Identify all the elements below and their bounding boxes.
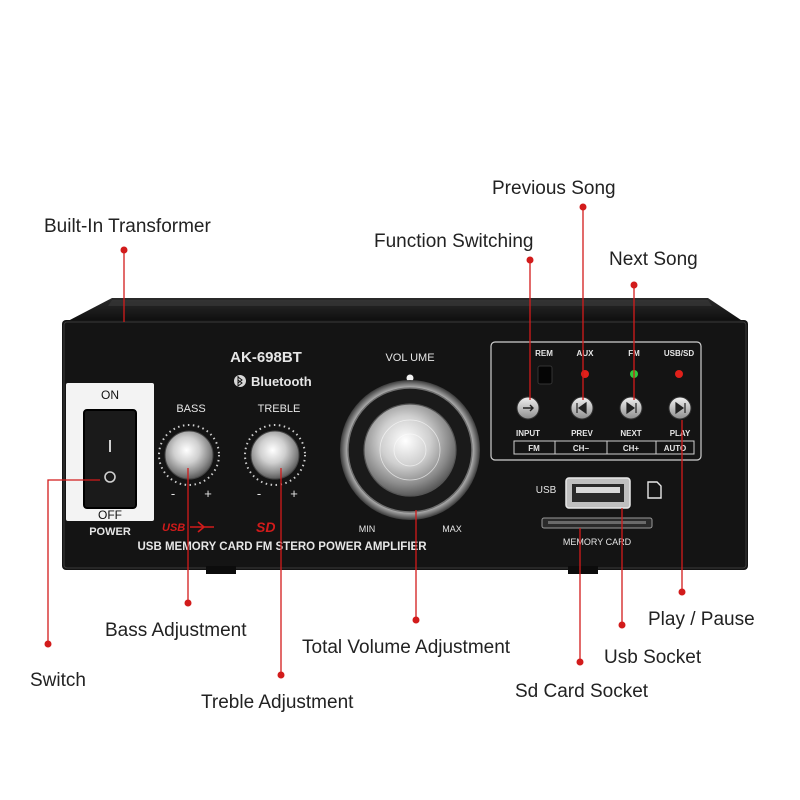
- indicator-rem: REM: [535, 349, 553, 358]
- sd-logo: SD: [256, 519, 275, 535]
- indicator-usb-sd: USB/SD: [664, 349, 694, 358]
- leader-lines: [47, 207, 683, 675]
- sub-label-ch-minus: CH−: [573, 444, 590, 453]
- rocker-switch[interactable]: [83, 409, 137, 509]
- switch-off-label: OFF: [98, 508, 122, 522]
- power-label: POWER: [89, 526, 131, 538]
- switch-on-label: ON: [101, 388, 119, 402]
- play-button[interactable]: [668, 396, 692, 420]
- sd-card-slot[interactable]: [541, 517, 653, 529]
- callout-treble-adjustment: Treble Adjustment: [201, 692, 354, 713]
- bass-knob[interactable]: [158, 424, 220, 486]
- play-button-label: PLAY: [670, 429, 691, 438]
- memory-card-label: MEMORY CARD: [563, 537, 632, 547]
- bass-minus: -: [171, 486, 175, 501]
- bass-label: BASS: [176, 403, 205, 415]
- callout-function-switching: Function Switching: [374, 231, 533, 252]
- sub-button-strip: [513, 440, 695, 455]
- callout-previous-song: Previous Song: [492, 178, 616, 199]
- volume-label: VOL UME: [385, 352, 434, 364]
- volume-knob[interactable]: [340, 380, 480, 520]
- callout-play-pause: Play / Pause: [648, 609, 755, 630]
- input-button-label: INPUT: [516, 429, 540, 438]
- usb-port[interactable]: [565, 477, 631, 509]
- prev-button[interactable]: [570, 396, 594, 420]
- bass-plus: +: [204, 486, 212, 501]
- callout-switch: Switch: [30, 670, 86, 691]
- treble-plus: +: [290, 486, 298, 501]
- model-label: AK-698BT: [230, 349, 302, 366]
- usb-sd-led: [675, 370, 683, 378]
- sd-card-icon: [647, 481, 662, 499]
- callout-sd-card-socket: Sd Card Socket: [515, 681, 649, 702]
- callout-built-in-transformer: Built-In Transformer: [44, 216, 211, 237]
- bluetooth-icon: [234, 375, 246, 387]
- treble-knob[interactable]: [244, 424, 306, 486]
- volume-max: MAX: [442, 524, 462, 534]
- usb-logo: USB: [162, 522, 185, 534]
- panel-bottom-text: USB MEMORY CARD FM STERO POWER AMPLIFIER: [138, 541, 428, 553]
- sub-label-ch-plus: CH+: [623, 444, 640, 453]
- volume-min: MIN: [359, 524, 376, 534]
- callout-total-volume-adjustment: Total Volume Adjustment: [302, 637, 511, 658]
- prev-button-label: PREV: [571, 429, 593, 438]
- input-button[interactable]: [516, 396, 540, 420]
- remote-sensor: [537, 365, 553, 385]
- usb-trident-icon: [190, 521, 214, 533]
- sub-label-fm: FM: [528, 444, 540, 453]
- treble-label: TREBLE: [258, 403, 301, 415]
- sub-label-auto: AUTO: [664, 444, 687, 453]
- callout-bass-adjustment: Bass Adjustment: [105, 620, 247, 641]
- aux-led: [581, 370, 589, 378]
- leader-dots: [44, 203, 686, 679]
- power-switch-module: ON OFF: [66, 383, 154, 522]
- next-button-label: NEXT: [620, 429, 641, 438]
- callout-usb-socket: Usb Socket: [604, 647, 702, 668]
- usb-port-label: USB: [536, 485, 557, 496]
- callout-next-song: Next Song: [609, 249, 698, 270]
- indicator-aux: AUX: [577, 349, 595, 358]
- bluetooth-label: Bluetooth: [251, 374, 312, 389]
- treble-minus: -: [257, 486, 261, 501]
- next-button[interactable]: [619, 396, 643, 420]
- volume-indicator-dot: [406, 374, 414, 382]
